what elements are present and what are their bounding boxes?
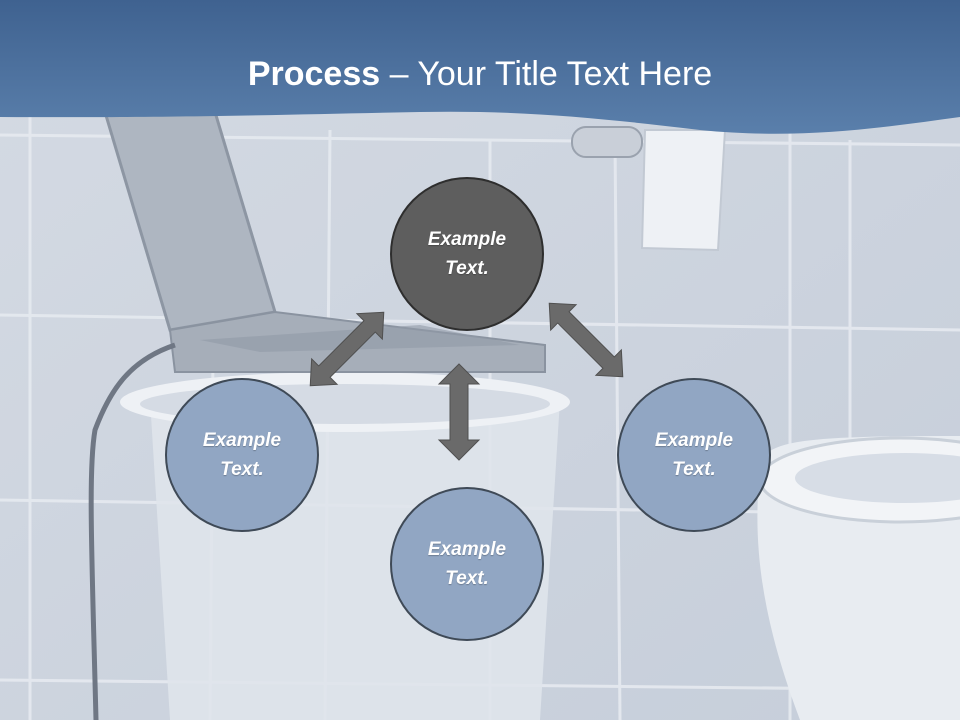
node-bottom: Example Text. <box>390 487 544 641</box>
node-right: Example Text. <box>617 378 771 532</box>
node-top: Example Text. <box>390 177 544 331</box>
node-top-label: Example Text. <box>427 229 507 279</box>
arrow-top-left <box>309 311 385 387</box>
slide-title: Process – Your Title Text Here <box>0 52 960 96</box>
node-left-label: Example Text. <box>202 430 282 480</box>
title-dash: – <box>380 55 418 93</box>
arrow-vertical <box>437 363 481 461</box>
arrow-top-right <box>548 302 624 378</box>
node-bottom-label: Example Text. <box>427 539 507 589</box>
title-bold: Process <box>247 55 381 93</box>
title-rest: Your Title Text Here <box>417 55 713 93</box>
node-right-label: Example Text. <box>654 430 734 480</box>
node-left: Example Text. <box>165 378 319 532</box>
